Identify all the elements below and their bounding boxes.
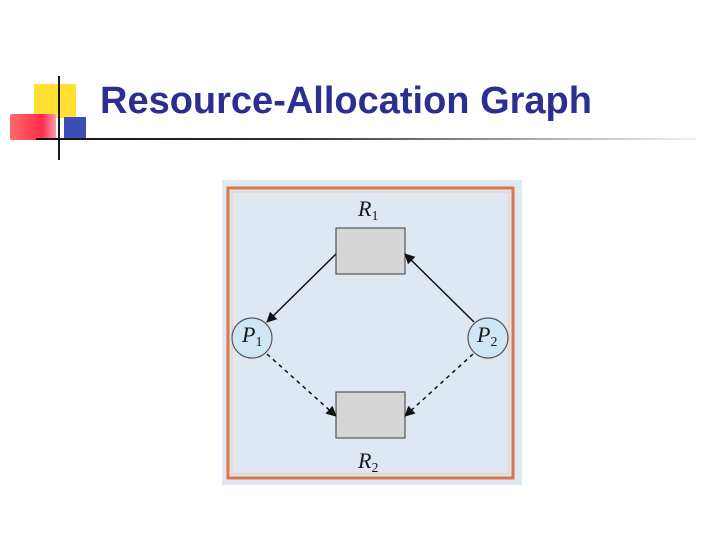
slide-title: Resource-Allocation Graph bbox=[100, 80, 592, 122]
process-p2-circle bbox=[467, 317, 509, 359]
resource-r1-box bbox=[335, 227, 406, 275]
process-p2-label: P2 bbox=[476, 322, 497, 350]
resource-allocation-graph-figure: R1 R2 P1 P2 bbox=[222, 180, 522, 485]
resource-r2-box bbox=[335, 391, 406, 439]
edge-p2-to-r1 bbox=[404, 253, 475, 323]
resource-r1-label: R1 bbox=[357, 196, 378, 224]
graph-svg: R1 R2 P1 P2 bbox=[226, 186, 515, 480]
figure-frame bbox=[226, 186, 515, 480]
edge-r1-to-p1 bbox=[266, 253, 337, 323]
figure-frame-inner bbox=[231, 191, 510, 475]
title-ornament-vertical-line bbox=[58, 76, 60, 160]
edge-p2-to-r2-claim bbox=[404, 353, 474, 417]
process-p1-label: P1 bbox=[241, 322, 262, 350]
title-ornament-red-bar bbox=[10, 114, 56, 140]
process-p1-circle bbox=[231, 317, 273, 359]
title-ornament-blue-square bbox=[64, 117, 86, 139]
edge-p1-to-r2-claim bbox=[266, 353, 337, 417]
title-underline bbox=[36, 138, 696, 140]
resource-r2-label: R2 bbox=[357, 448, 378, 476]
title-ornament-yellow-square bbox=[34, 84, 76, 118]
